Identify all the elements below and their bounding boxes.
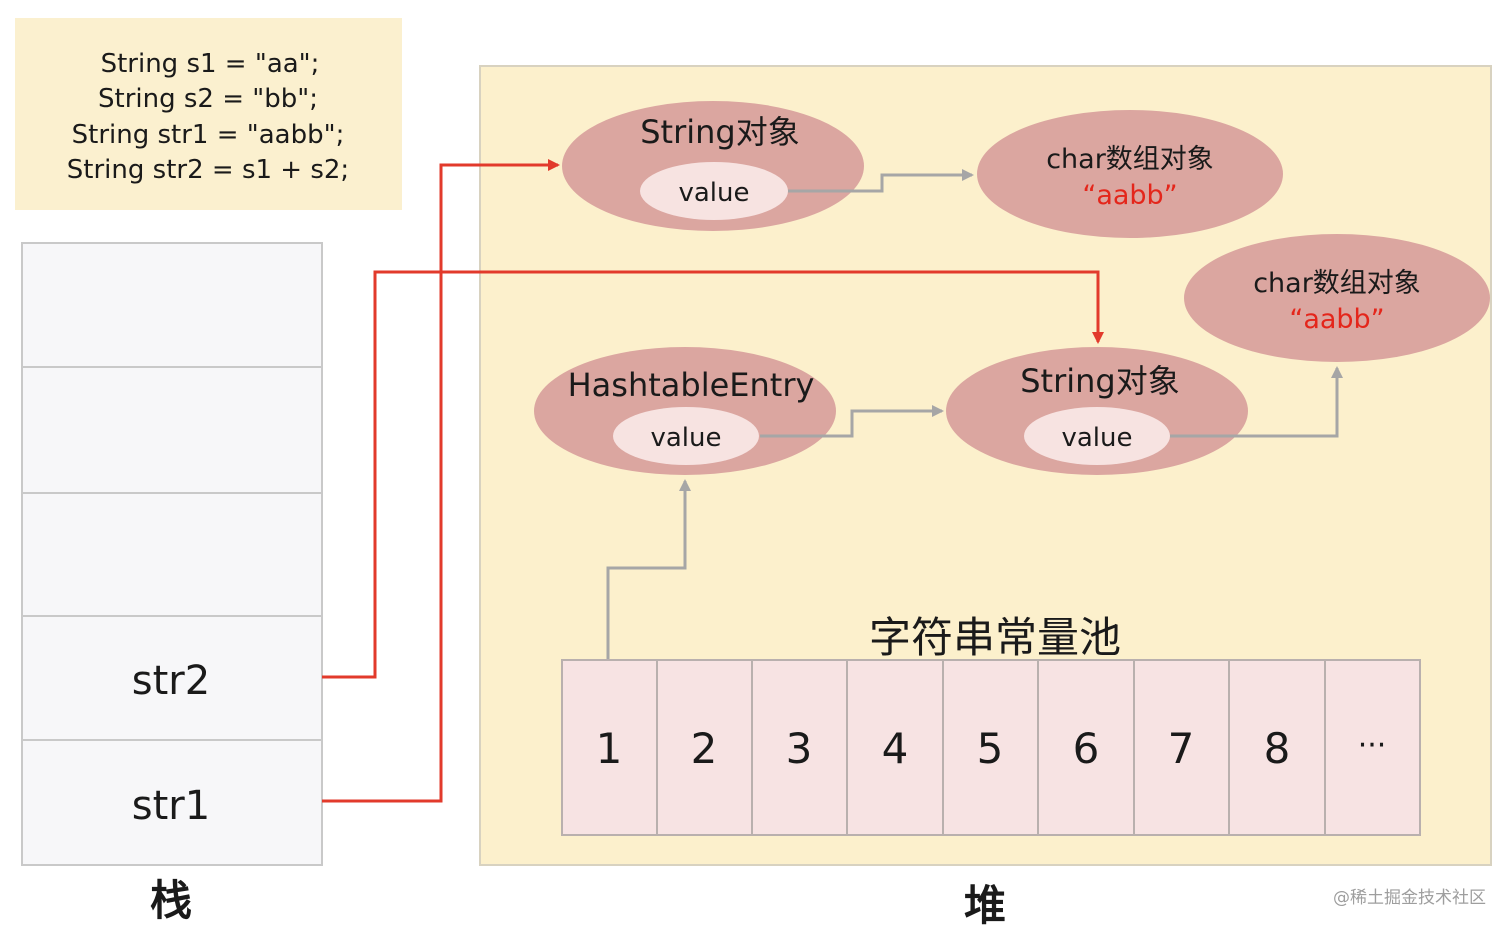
- code-line: String str2 = s1 + s2;: [67, 155, 349, 185]
- pool-cell: [1228, 659, 1326, 836]
- pool-cell-label: 4: [882, 724, 909, 773]
- string-object-top-value-field: [640, 162, 788, 220]
- constant-pool-label: 字符串常量池: [869, 613, 1121, 662]
- string-object-mid-value-label: value: [1061, 423, 1132, 453]
- constant-pool: 1 2 3 4 5 6 7 8 ···: [561, 659, 1421, 836]
- stack-slot-str2: [21, 615, 323, 741]
- heap-label: 堆: [964, 881, 1006, 930]
- code-line: String s1 = "aa";: [101, 49, 320, 79]
- code-line: String str1 = "aabb";: [72, 120, 345, 150]
- pool-cell: [1324, 659, 1421, 836]
- string-object-top: String对象 value: [562, 101, 864, 231]
- stack-slot: [21, 492, 323, 617]
- pool-cell-label: 8: [1264, 724, 1291, 773]
- stack-var-str1: str1: [132, 783, 210, 829]
- pointer-arrows: [606, 169, 1343, 660]
- char-array-right: char数组对象 “aabb”: [1184, 234, 1490, 362]
- hashtable-entry-title: HashtableEntry: [568, 366, 815, 404]
- stack-slot-str1: [21, 739, 323, 866]
- arrow-hashtable-to-string: [760, 405, 944, 438]
- string-object-top-value-label: value: [678, 178, 749, 208]
- arrow-str1-ref: [322, 159, 560, 803]
- pool-cell: [656, 659, 753, 836]
- hashtable-entry-value-label: value: [650, 423, 721, 453]
- arrow-pool-to-hashtable: [606, 479, 691, 660]
- stack-var-str2: str2: [132, 658, 210, 704]
- arrow-string-top-to-char-array: [788, 169, 974, 193]
- char-array-right-title: char数组对象: [1253, 268, 1421, 299]
- code-box: [15, 18, 402, 210]
- char-array-top: char数组对象 “aabb”: [977, 110, 1283, 238]
- arrow-string-mid-to-char-array: [1170, 366, 1343, 438]
- string-object-mid-value-field: [1024, 407, 1170, 465]
- pool-cell-label: 7: [1168, 724, 1195, 773]
- reference-arrows: [322, 159, 1104, 803]
- pool-cell-label: 1: [596, 724, 623, 773]
- string-object-top-title: String对象: [640, 113, 800, 151]
- string-object-mid-title: String对象: [1020, 362, 1180, 400]
- hashtable-entry: HashtableEntry value: [534, 347, 836, 475]
- stack-label: 栈: [150, 876, 192, 925]
- pool-cell-label: 2: [691, 724, 718, 773]
- pool-cell-label: ···: [1358, 728, 1387, 763]
- char-array-top-value: “aabb”: [1082, 180, 1177, 211]
- string-object-mid: String对象 value: [946, 347, 1248, 475]
- char-array-right-value: “aabb”: [1289, 304, 1384, 335]
- pool-cell-label: 3: [786, 724, 813, 773]
- hashtable-entry-value-field: [613, 407, 759, 465]
- stack-slot: [21, 242, 323, 368]
- arrow-str2-ref: [322, 270, 1104, 679]
- pool-cell: [846, 659, 944, 836]
- watermark: @稀土掘金技术社区: [1333, 888, 1486, 908]
- stack-slot: [21, 366, 323, 494]
- pool-cell: [1037, 659, 1135, 836]
- pool-cell-label: 6: [1073, 724, 1100, 773]
- char-array-top-title: char数组对象: [1046, 144, 1214, 175]
- stack: str2 str1 栈: [21, 242, 323, 925]
- code-line: String s2 = "bb";: [98, 84, 318, 114]
- pool-cell-label: 5: [977, 724, 1004, 773]
